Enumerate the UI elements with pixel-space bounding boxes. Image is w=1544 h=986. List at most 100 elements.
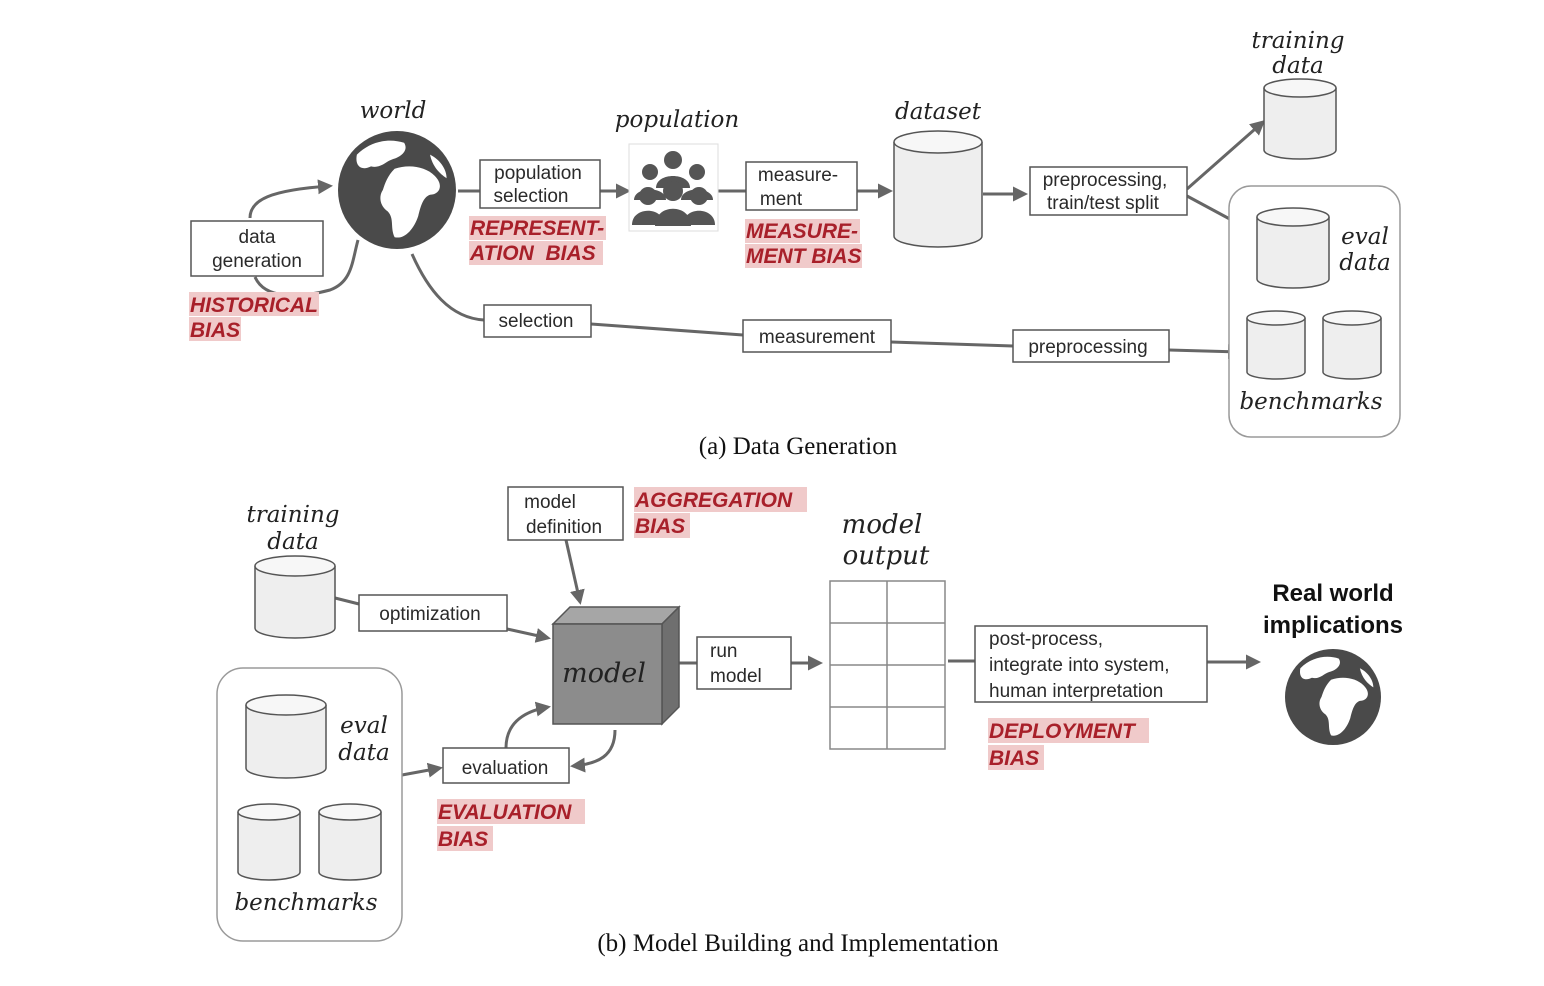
evaluation-label: evaluation <box>462 758 549 779</box>
model-definition-line2: definition <box>526 517 602 538</box>
model-output-label-line2: output <box>843 541 930 571</box>
run-model-line2: model <box>710 666 762 687</box>
training-data-b-label-line2: data <box>267 529 318 555</box>
dataset-label: dataset <box>895 99 982 125</box>
edge-evaluation-to-model <box>504 701 551 749</box>
eval-data-b-database-icon <box>245 694 327 779</box>
population-selection-box <box>479 159 601 209</box>
model-output-table <box>829 580 946 750</box>
data-generation-line2: generation <box>212 251 302 272</box>
deployment-bias-highlight-2 <box>988 745 1044 770</box>
benchmark-database-icon <box>1246 310 1306 380</box>
evaluation-bias-line2: BIAS <box>438 828 488 851</box>
eval-data-b-label-line2: data <box>338 740 389 766</box>
edge-datagen-to-world <box>248 179 333 219</box>
eval-data-database-icon <box>1256 207 1330 289</box>
eval-data-label-line2: data <box>1339 250 1390 276</box>
post-process-line3: human interpretation <box>989 681 1163 702</box>
historical-bias-line2: BIAS <box>190 319 240 342</box>
aggregation-bias-line1: AGGREGATION <box>634 489 793 512</box>
optimization-box <box>358 594 508 632</box>
population-selection-line1: population <box>494 163 582 184</box>
training-data-b-database-icon <box>254 555 336 639</box>
representation-bias-highlight-2 <box>469 241 603 265</box>
evaluation-bias-line1: EVALUATION <box>438 801 572 824</box>
data-generation-line1: data <box>239 227 276 248</box>
measurement-bias-line2: MENT BIAS <box>746 245 862 268</box>
caption-model-building: (b) Model Building and Implementation <box>597 930 999 957</box>
edge-training-to-optimization <box>334 596 360 606</box>
real-world-line1: Real world <box>1272 580 1393 607</box>
globe-icon <box>338 131 456 249</box>
model-definition-box <box>507 486 624 541</box>
real-world-globe-icon <box>1285 649 1381 745</box>
preprocessing-split-line1: preprocessing, <box>1043 170 1168 191</box>
measurement-bias-highlight-1 <box>745 219 860 243</box>
optimization-label: optimization <box>379 604 480 625</box>
aggregation-bias-highlight-1 <box>634 487 807 512</box>
eval-data-label-line1: eval <box>1341 224 1389 250</box>
training-data-b-label-line1: training <box>246 502 339 528</box>
edge-selection-to-measurement <box>590 322 744 337</box>
post-process-box <box>974 625 1208 703</box>
preprocessing-path-label: preprocessing <box>1028 337 1147 358</box>
population-selection-line2: selection <box>494 186 569 207</box>
representation-bias-highlight-1 <box>469 216 606 240</box>
benchmarks-label: benchmarks <box>1239 389 1382 415</box>
measurement-box <box>745 161 858 211</box>
edge-model-to-evaluation <box>570 729 617 773</box>
world-label: world <box>360 98 427 124</box>
edge-definition-to-model <box>564 539 585 605</box>
caption-data-generation: (a) Data Generation <box>699 433 898 460</box>
model-cube <box>551 605 681 726</box>
evaluation-bias-highlight-1 <box>437 799 585 824</box>
edge-measurement-to-preprocessing <box>890 340 1014 348</box>
edge-to-training-data <box>1186 120 1266 191</box>
population-label: population <box>615 107 739 133</box>
post-process-line1: post-process, <box>989 629 1103 650</box>
preprocessing-path-box <box>1012 329 1170 363</box>
edge-world-to-selection <box>410 253 485 322</box>
measurement-bias-highlight-2 <box>745 244 862 268</box>
benchmark-database-icon <box>1322 310 1382 380</box>
evaluation-bias-highlight-2 <box>437 826 493 851</box>
training-data-database-icon <box>1263 78 1337 160</box>
historical-bias-highlight-2 <box>189 317 241 341</box>
representation-bias-line2: ATION BIAS <box>469 242 596 265</box>
measurement-path-box <box>742 319 892 353</box>
dataset-database-icon <box>893 130 983 248</box>
benchmark-b-database-icon <box>318 803 382 881</box>
measurement-box-line1: measure- <box>758 165 838 186</box>
edge-optimization-to-model <box>506 627 551 643</box>
selection-label: selection <box>499 311 574 332</box>
model-label: model <box>562 658 646 689</box>
historical-bias-highlight-1 <box>189 292 319 316</box>
deployment-bias-highlight-1 <box>988 718 1149 743</box>
aggregation-bias-line2: BIAS <box>635 515 685 538</box>
aggregation-bias-highlight-2 <box>634 513 690 538</box>
run-model-box <box>696 636 792 690</box>
evaluation-box <box>442 747 570 784</box>
people-group-icon <box>628 143 719 232</box>
measurement-bias-line1: MEASURE- <box>746 220 858 243</box>
deployment-bias-line1: DEPLOYMENT <box>989 720 1137 743</box>
eval-data-b-label-line1: eval <box>340 713 388 739</box>
edge-eval-container-to-evaluation <box>401 762 443 778</box>
model-output-label-line1: model <box>842 510 923 540</box>
benchmarks-b-label: benchmarks <box>234 890 377 916</box>
selection-box <box>483 304 592 338</box>
preprocessing-split-box <box>1029 166 1188 216</box>
preprocessing-split-line2: train/test split <box>1047 193 1160 214</box>
edge-world-to-datagen <box>253 239 360 298</box>
measurement-box-line2: ment <box>760 189 803 210</box>
deployment-bias-line2: BIAS <box>989 747 1039 770</box>
training-data-label-line2: data <box>1272 53 1323 79</box>
data-generation-box <box>190 220 324 277</box>
measurement-path-label: measurement <box>759 327 876 348</box>
model-definition-line1: model <box>524 492 576 513</box>
run-model-line1: run <box>710 641 737 662</box>
representation-bias-line1: REPRESENT- <box>470 217 604 240</box>
real-world-line2: implications <box>1263 612 1403 639</box>
edge-preprocessing-to-benchmarks <box>1168 344 1243 360</box>
